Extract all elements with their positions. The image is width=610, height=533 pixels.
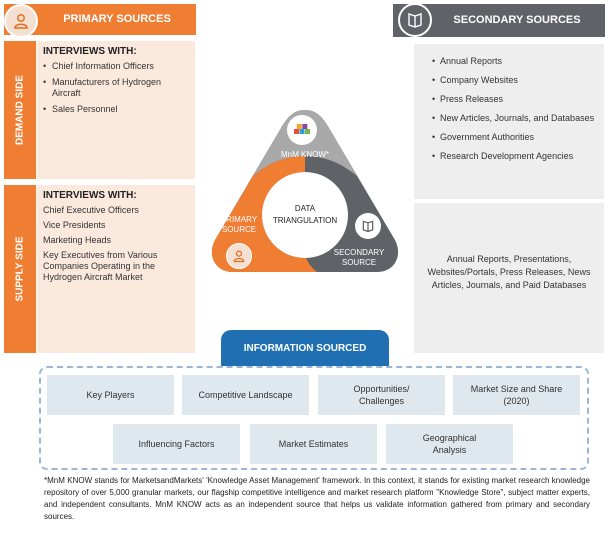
list-item: Government Authorities bbox=[432, 132, 604, 143]
mnm-know-label: MnM KNOW* bbox=[281, 150, 329, 159]
list-item: Annual Reports bbox=[432, 56, 604, 67]
list-item: Sales Personnel bbox=[43, 104, 189, 115]
demand-side-label: DEMAND SIDE bbox=[14, 74, 26, 146]
primary-sources-title: PRIMARY SOURCES bbox=[63, 13, 171, 25]
supply-side-box: INTERVIEWS WITH: Chief Executive Officer… bbox=[37, 185, 195, 353]
information-sourced-box bbox=[39, 366, 589, 470]
demand-side-bar: DEMAND SIDE bbox=[4, 41, 36, 179]
demand-list: Chief Information Officers Manufacturers… bbox=[43, 61, 189, 115]
list-item: Company Websites bbox=[432, 75, 604, 86]
secondary-sources-header: SECONDARY SOURCES bbox=[393, 3, 605, 37]
secondary-source-label: SECONDARY SOURCE bbox=[331, 248, 387, 268]
primary-source-line-1: PRIMARY bbox=[220, 215, 258, 224]
info-item-competitive-landscape: Competitive Landscape bbox=[182, 375, 309, 415]
secondary-source-line-1: SECONDARY bbox=[333, 248, 385, 257]
data-triangulation-center: DATA TRIANGULATION bbox=[262, 172, 348, 258]
list-item: New Articles, Journals, and Databases bbox=[432, 113, 604, 124]
person-icon bbox=[4, 4, 38, 38]
list-item: Manufacturers of Hydrogen Aircraft bbox=[43, 77, 189, 99]
book-icon bbox=[355, 213, 381, 239]
footnote: *MnM KNOW stands for MarketsandMarkets' … bbox=[44, 476, 590, 521]
info-item-market-estimates: Market Estimates bbox=[250, 424, 377, 464]
supply-side-label: SUPPLY SIDE bbox=[14, 236, 26, 302]
list-item: Press Releases bbox=[432, 94, 604, 105]
supply-heading: INTERVIEWS WITH: bbox=[43, 190, 137, 201]
info-item-market-size: Market Size and Share (2020) bbox=[453, 375, 580, 415]
supply-list: Chief Executive Officers Vice Presidents… bbox=[43, 205, 189, 283]
book-icon bbox=[398, 3, 432, 37]
center-line-2: TRIANGULATION bbox=[272, 216, 338, 225]
primary-source-label: PRIMARY SOURCE bbox=[214, 215, 264, 235]
information-sourced-title: INFORMATION SOURCED bbox=[221, 330, 389, 366]
secondary-sources-list: Annual Reports Company Websites Press Re… bbox=[414, 44, 604, 199]
demand-side-box: INTERVIEWS WITH: Chief Information Offic… bbox=[37, 41, 195, 179]
list-item: Research Development Agencies bbox=[432, 151, 604, 162]
list-item: Chief Executive Officers bbox=[43, 205, 139, 215]
info-item-geographical-analysis: Geographical Analysis bbox=[386, 424, 513, 464]
center-line-1: DATA bbox=[294, 204, 316, 213]
secondary-source-line-2: SOURCE bbox=[341, 258, 377, 267]
secondary-summary: Annual Reports, Presentations, Websites/… bbox=[414, 203, 604, 353]
info-item-opportunities: Opportunities/ Challenges bbox=[318, 375, 445, 415]
list-item: Marketing Heads bbox=[43, 235, 112, 245]
list-item: Vice Presidents bbox=[43, 220, 106, 230]
person-icon bbox=[226, 243, 252, 269]
supply-side-bar: SUPPLY SIDE bbox=[4, 185, 36, 353]
demand-heading: INTERVIEWS WITH: bbox=[43, 46, 137, 57]
cubes-icon bbox=[287, 115, 317, 145]
primary-source-line-2: SOURCE bbox=[221, 225, 257, 234]
info-item-key-players: Key Players bbox=[47, 375, 174, 415]
list-item: Chief Information Officers bbox=[43, 61, 189, 72]
primary-sources-header: PRIMARY SOURCES bbox=[4, 4, 196, 38]
list-item: Key Executives from Various Companies Op… bbox=[43, 250, 158, 282]
secondary-sources-title: SECONDARY SOURCES bbox=[453, 14, 581, 26]
info-item-influencing-factors: Influencing Factors bbox=[113, 424, 240, 464]
